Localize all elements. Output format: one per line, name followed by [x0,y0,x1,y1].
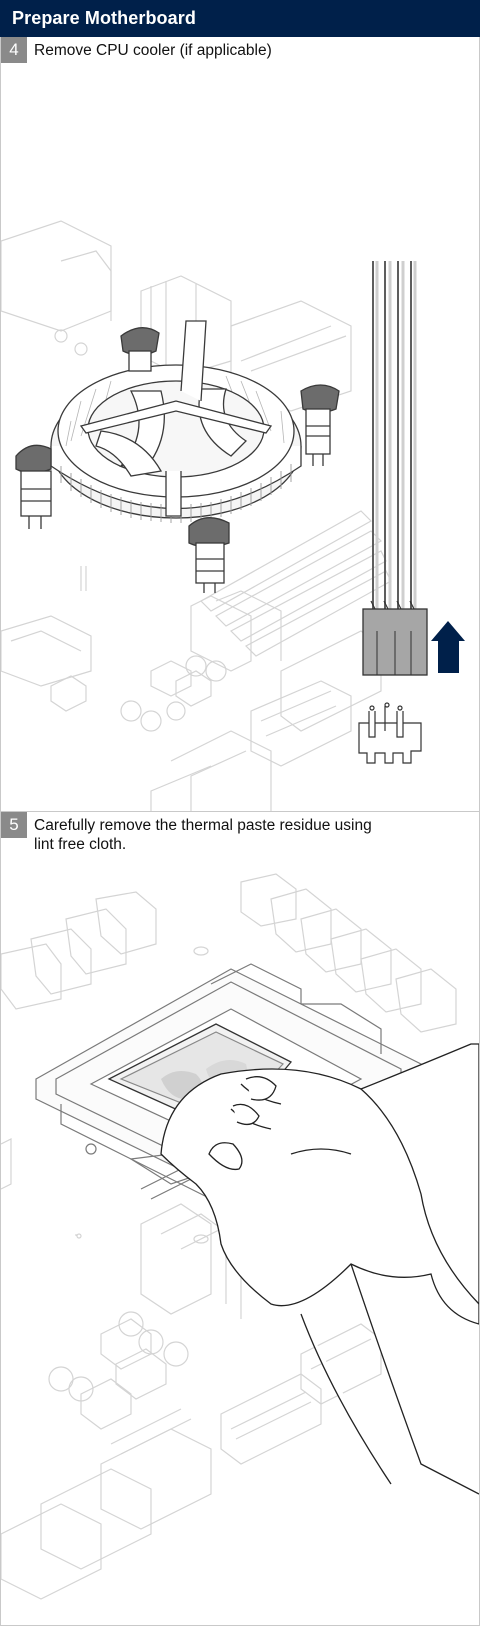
clean-thermal-paste-illustration [1,873,479,1600]
fan-header-pins [358,702,422,764]
fan-connector-plug [362,600,428,676]
step-4-panel: 4 Remove CPU cooler (if applicable) [0,37,480,812]
push-pin [300,384,340,466]
fan-cable [372,261,417,609]
step-instruction: Remove CPU cooler (if applicable) [34,42,272,59]
push-pin [15,444,52,529]
step-5-panel: 5 Carefully remove the thermal paste res… [0,811,480,1626]
cpu-cooler [15,320,340,593]
hand-with-cloth [160,1043,479,1495]
step-number-badge: 5 [1,812,27,838]
section-header: Prepare Motherboard [0,0,480,37]
remove-cpu-cooler-illustration [1,220,465,811]
push-pin [188,517,230,593]
push-pin [120,327,160,372]
arrow-up-icon [431,621,465,673]
step-instruction: Carefully remove the thermal paste resid… [34,817,372,853]
step-number-badge: 4 [1,37,27,63]
section-title: Prepare Motherboard [12,8,196,28]
